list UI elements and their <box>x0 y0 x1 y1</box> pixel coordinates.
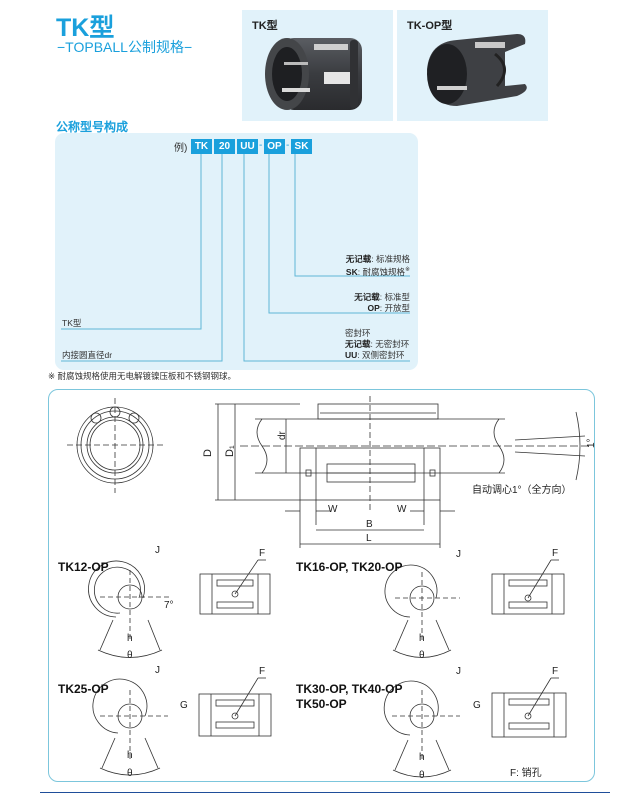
code-chip-20: 20 <box>214 139 235 154</box>
code-chip-uu: UU <box>237 139 258 154</box>
dim-dr: dr <box>277 430 288 440</box>
dim-f: F <box>259 666 265 677</box>
uu-line1-text: : 无密封环 <box>370 339 410 349</box>
dim-b: B <box>366 519 373 530</box>
photo-label: TK型 <box>252 20 278 32</box>
page-title: TK型 <box>56 14 115 42</box>
dim-f: F <box>552 666 558 677</box>
variant-title-tk16-20: TK16-OP, TK20-OP <box>296 560 402 575</box>
dim-d1: D₁ <box>224 445 236 457</box>
dim-h: h <box>127 750 133 761</box>
uu-explanation: 密封环 无记载: 无密封环 UU: 双侧密封环 <box>345 328 415 361</box>
photo-tk-type: TK型 <box>242 10 393 121</box>
dim-j: J <box>155 545 160 556</box>
sk-line1-label: 无记载 <box>345 254 372 264</box>
code-uu: UU <box>240 141 255 152</box>
dim-h: h <box>127 633 133 644</box>
code-tk: TK <box>194 141 209 152</box>
dim-h: h <box>419 633 425 644</box>
op-line1-label: 无记载 <box>354 292 380 302</box>
dim-theta: θ <box>419 770 425 781</box>
variant-title-line: TK12-OP <box>58 560 109 574</box>
dr-label: 内接圆直径dr <box>62 350 113 360</box>
dim-g: G <box>180 700 188 711</box>
op-line2-label: OP <box>367 303 380 313</box>
variant-title-tk30-40-50: TK30-OP, TK40-OP TK50-OP <box>296 682 402 712</box>
uu-line2-text: : 双侧密封环 <box>357 350 405 360</box>
code-chip-op: OP <box>264 139 285 154</box>
dim-theta: θ <box>127 650 133 661</box>
dim-7deg: 7° <box>164 600 174 611</box>
variant-title-line: TK16-OP, TK20-OP <box>296 560 403 574</box>
sk-mark: ※ <box>404 267 410 273</box>
self-align-note: 自动调心1°（全方向） <box>472 483 572 496</box>
tk-op-bearing-image <box>427 34 527 106</box>
code-20: 20 <box>218 141 231 152</box>
designation-panel <box>55 133 418 370</box>
photo-label: TK-OP型 <box>407 20 453 32</box>
dim-j: J <box>456 666 461 677</box>
dim-g: G <box>473 700 481 711</box>
dim-l: L <box>366 533 372 544</box>
code-separator: - <box>259 140 263 151</box>
dim-d: D <box>202 449 214 457</box>
sk-line2-text: : 耐腐蚀规格 <box>357 266 405 277</box>
dim-h: h <box>419 752 425 763</box>
designation-heading: 公称型号构成 <box>56 120 129 134</box>
footnote: ※ 耐腐蚀规格使用无电解镀镍压板和不锈钢钢球。 <box>48 371 236 381</box>
dim-w-left: W <box>328 504 338 515</box>
legend-f-pin-hole: F: 销孔 <box>510 768 542 779</box>
sk-explanation: 无记载: 标准规格 SK: 耐腐蚀规格※ <box>343 254 410 278</box>
dim-f: F <box>259 548 265 559</box>
dim-j: J <box>456 549 461 560</box>
code-chip-sk: SK <box>291 139 312 154</box>
sk-line1-text: : 标准规格 <box>371 254 410 264</box>
photo-tk-op-type: TK-OP型 <box>397 10 548 121</box>
variant-title-line: TK50-OP <box>296 697 347 711</box>
op-line2-text: : 开放型 <box>379 303 410 313</box>
dim-theta: θ <box>127 768 133 779</box>
example-prefix: 例) <box>174 143 188 154</box>
variant-title-tk25: TK25-OP <box>58 682 109 697</box>
designation-leader-lines <box>61 154 410 362</box>
variant-title-tk12: TK12-OP <box>58 560 109 575</box>
variant-title-line: TK25-OP <box>58 682 109 696</box>
dim-theta: θ <box>419 650 425 661</box>
variant-title-line: TK30-OP, TK40-OP <box>296 682 403 696</box>
dim-f: F <box>552 548 558 559</box>
code-chip-tk: TK <box>191 139 212 154</box>
page-subtitle: −TOPBALL公制规格− <box>57 39 193 55</box>
uu-line1-label: 无记载 <box>345 339 371 349</box>
dim-angle: 1° <box>586 438 597 448</box>
uu-title: 密封环 <box>345 328 371 338</box>
uu-line2-label: UU <box>345 350 358 360</box>
op-explanation: 无记载: 标准型 OP: 开放型 <box>343 292 410 314</box>
sk-line2-label: SK <box>345 266 358 277</box>
op-line1-text: : 标准型 <box>379 292 410 302</box>
dim-j: J <box>155 665 160 676</box>
code-separator: - <box>286 140 290 151</box>
code-op: OP <box>267 141 282 152</box>
tk-bearing-image <box>265 38 362 110</box>
tk-type-label: TK型 <box>62 318 82 328</box>
code-sk: SK <box>294 141 309 152</box>
dim-w-right: W <box>397 504 407 515</box>
